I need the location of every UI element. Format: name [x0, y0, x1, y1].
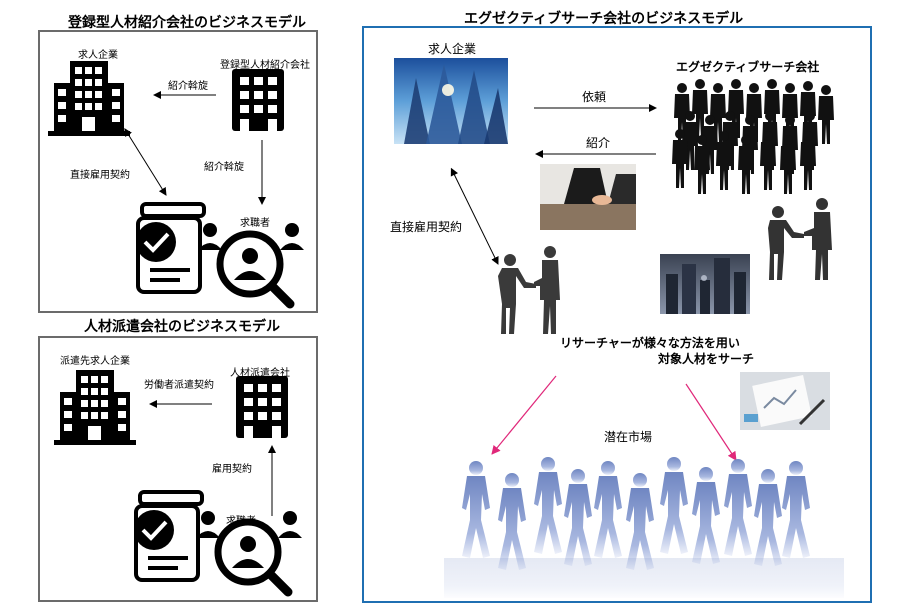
crowd-fade — [444, 558, 844, 598]
dispatch-panel: 派遣先求人企業 人材派遣会社 労働者派遣契約 雇用契約 求職者 — [38, 336, 318, 602]
agency-office-icon — [232, 69, 284, 131]
registered-panel: 求人企業 登録型人材紹介会社 紹介斡旋 紹介斡旋 直接雇用契約 求職者 — [38, 30, 318, 313]
dispatch-agency-label: 人材派遣会社 — [230, 368, 290, 379]
exec-contract-label: 直接雇用契約 — [390, 220, 463, 234]
search-firm-crowd — [672, 79, 834, 194]
potential-market-crowd — [462, 457, 810, 570]
skyscraper-photo — [394, 58, 508, 144]
client-building-icon — [54, 370, 136, 445]
city-photo — [660, 254, 750, 314]
direct-contract-arrow-exec — [450, 167, 499, 265]
request-label: 依頼 — [582, 90, 607, 104]
research-line2: 対象人材をサーチ — [658, 352, 755, 366]
exec-company-label: 求人企業 — [428, 42, 477, 56]
registered-seeker-label: 求職者 — [240, 218, 270, 229]
dispatch-diagram — [54, 370, 316, 600]
dispatch-company-label: 派遣先求人企業 — [60, 356, 130, 367]
documents-photo — [740, 372, 830, 430]
company-building-icon — [48, 61, 130, 136]
dispatch-panel-title: 人材派遣会社のビジネスモデル — [84, 319, 280, 335]
handshake-pair-right — [768, 198, 832, 280]
meeting-photo — [540, 164, 636, 230]
introduce-label: 紹介 — [586, 136, 611, 150]
executive-panel-title: エグゼクティブサーチ会社のビジネスモデル — [464, 11, 744, 27]
search-arrow-right — [685, 383, 737, 461]
research-line1: リサーチャーが様々な方法を用い — [560, 336, 740, 350]
dispatch-seeker-icon — [134, 492, 302, 592]
search-firm-label: エグゼクティブサーチ会社 — [676, 60, 820, 74]
dispatch-arrow-label: 労働者派遣契約 — [144, 380, 214, 391]
handshake-pair-center — [498, 246, 560, 334]
job-seeker-icon — [136, 204, 304, 304]
executive-diagram — [394, 58, 844, 598]
registered-panel-title: 登録型人材紹介会社のビジネスモデル — [68, 15, 306, 31]
registered-arrow-top-label: 紹介斡旋 — [168, 81, 208, 92]
direct-contract-arrow — [124, 128, 167, 196]
search-arrow-left — [491, 375, 557, 455]
registered-contract-label: 直接雇用契約 — [70, 170, 130, 181]
dispatch-seeker-label: 求職者 — [226, 516, 256, 527]
registered-company-label: 求人企業 — [78, 50, 118, 61]
registered-diagram — [48, 61, 316, 311]
dispatch-office-icon — [236, 376, 288, 438]
potential-market-label: 潜在市場 — [604, 430, 653, 444]
executive-panel: 求人企業 エグゼクティブサーチ会社 依頼 紹介 直接雇用契約 リサーチャーが様々… — [362, 26, 872, 603]
registered-agency-label: 登録型人材紹介会社 — [220, 60, 310, 71]
dispatch-contract-label: 雇用契約 — [212, 464, 252, 475]
registered-arrow-down-label: 紹介斡旋 — [204, 162, 244, 173]
